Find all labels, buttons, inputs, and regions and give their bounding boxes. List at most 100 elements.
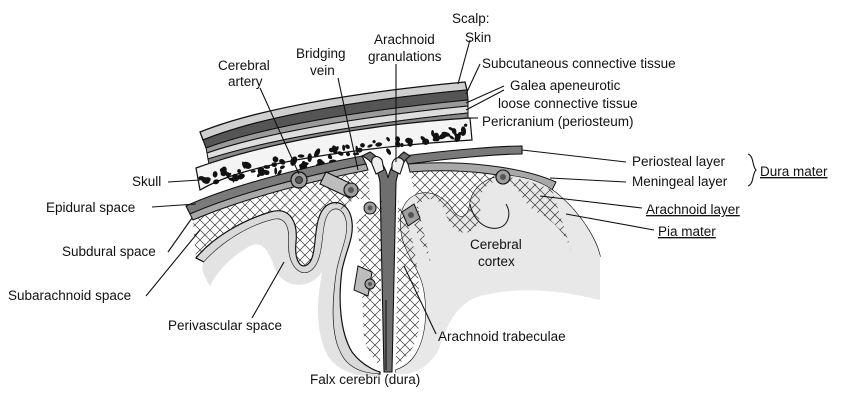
leader-skull <box>167 179 201 183</box>
leader-pia <box>565 213 655 231</box>
bone-fragment <box>449 135 455 140</box>
label-periosteal: Periosteal layer <box>632 154 726 169</box>
label-arachnoid-layer: Arachnoid layer <box>646 202 740 217</box>
bone-fragment <box>448 127 454 131</box>
skull-bone <box>195 117 473 191</box>
bone-fragment <box>277 169 282 176</box>
bone-fragment <box>375 142 383 147</box>
bone-fragment <box>274 167 278 175</box>
bone-fragment <box>431 130 435 137</box>
bone-fragment <box>242 161 246 169</box>
leader-galea <box>465 85 505 104</box>
label-falx-cerebri: Falx cerebri (dura) <box>310 372 420 387</box>
skull-bone-fragments <box>198 123 468 185</box>
label-epidural: Epidural space <box>46 200 135 215</box>
bone-fragment <box>463 123 468 127</box>
bone-fragment <box>372 140 376 144</box>
label-subarachnoid: Subarachnoid space <box>8 288 131 303</box>
bone-fragment <box>213 179 220 185</box>
label-arachnoid-trabeculae: Arachnoid trabeculae <box>438 329 566 344</box>
arachnoid-granulation-shapes <box>371 155 405 175</box>
leader-trabeculae <box>403 265 437 335</box>
label-pia-mater: Pia mater <box>658 224 716 239</box>
bone-fragment <box>345 144 350 149</box>
right-vessel <box>495 169 511 185</box>
label-subcutaneous: Subcutaneous connective tissue <box>482 56 676 71</box>
bone-fragment <box>337 151 344 156</box>
leader-lines <box>145 39 757 370</box>
label-cerebral-cortex-1: Cerebral <box>470 237 522 252</box>
bone-fragment <box>237 169 242 173</box>
bone-fragment <box>272 156 279 163</box>
leader-perivascular <box>251 261 285 319</box>
leader-periosteal <box>521 149 627 163</box>
bone-fragment <box>422 138 430 145</box>
label-cerebral-artery-1: Cerebral <box>218 58 270 73</box>
bone-fragment <box>386 148 392 155</box>
leader-epidural <box>151 203 197 208</box>
bone-fragment <box>346 152 350 157</box>
label-arachnoid-gran-2: granulations <box>368 49 442 64</box>
bone-fragment <box>232 174 240 182</box>
leader-subarachnoid <box>145 229 201 297</box>
label-meningeal: Meningeal layer <box>632 174 728 189</box>
dura-right <box>403 145 523 165</box>
leader-meningeal <box>549 177 627 183</box>
bone-fragment <box>360 143 365 148</box>
bone-fragment <box>204 177 211 182</box>
bone-fragment <box>434 135 440 142</box>
bone-fragment <box>441 131 451 137</box>
labels: Scalp: Skin Subcutaneous connective tiss… <box>8 11 828 387</box>
bridging-vein-vessel <box>319 171 359 199</box>
bone-fragment <box>223 167 227 174</box>
label-pericranium: Pericranium (periosteum) <box>482 114 634 129</box>
bone-fragment <box>212 171 218 178</box>
bone-fragment <box>314 148 321 158</box>
cerebral-artery-vessel <box>290 171 308 189</box>
leader-cerebral-artery <box>259 87 300 175</box>
label-bridging-vein-1: Bridging <box>296 46 346 61</box>
label-cerebral-cortex-2: cortex <box>478 254 515 269</box>
label-skull: Skull <box>132 174 161 189</box>
label-perivascular: Perivascular space <box>168 318 282 333</box>
bone-fragment <box>307 153 312 163</box>
bone-fragment <box>400 143 404 147</box>
leader-skin <box>457 39 471 85</box>
falx-vessels <box>353 201 421 297</box>
trabeculae-left <box>193 170 370 266</box>
bone-fragment <box>386 137 390 142</box>
bone-fragment <box>299 163 305 169</box>
vessels <box>290 155 511 297</box>
bone-fragment <box>334 146 339 152</box>
bone-fragment <box>328 147 334 153</box>
leader-subcutaneous <box>465 63 481 95</box>
label-dura-mater: Dura mater <box>760 164 828 179</box>
bone-fragment <box>457 131 463 136</box>
bone-fragment <box>355 145 359 154</box>
label-galea: Galea apeneurotic <box>510 78 621 93</box>
bone-fragment <box>342 144 346 151</box>
bone-fragment <box>461 130 466 136</box>
label-arachnoid-gran-1: Arachnoid <box>374 32 435 47</box>
bone-fragment <box>367 144 373 148</box>
leader-subdural <box>167 217 193 253</box>
label-subdural: Subdural space <box>62 244 156 259</box>
dura-brace <box>747 153 757 187</box>
cortex-right-body <box>396 175 600 375</box>
label-cerebral-artery-2: artery <box>228 74 263 89</box>
bone-fragment <box>433 132 439 137</box>
label-scalp: Scalp: <box>452 11 490 26</box>
falx-cerebri <box>360 151 411 373</box>
trabeculae-right <box>410 170 572 268</box>
leader-loose <box>465 89 505 111</box>
arachnoid-trabeculae-mesh <box>193 170 572 366</box>
bone-fragment <box>263 165 270 169</box>
leader-bridging-vein <box>337 77 359 171</box>
bone-fragment <box>237 173 245 180</box>
scalp-layers <box>199 81 469 165</box>
label-loose: loose connective tissue <box>498 96 638 111</box>
trabeculae-falx <box>356 200 420 366</box>
bone-fragment <box>271 162 277 168</box>
